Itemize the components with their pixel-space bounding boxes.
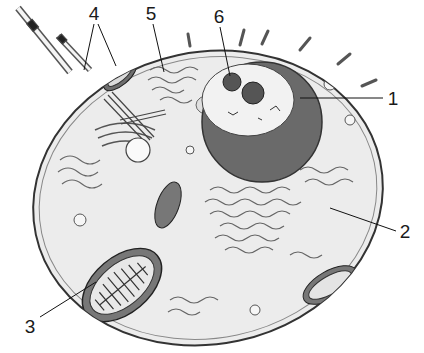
callout-holder: 2 [400, 222, 411, 242]
callout-number: 2 [400, 222, 411, 241]
mitochondrion [63, 62, 108, 103]
callout-holder: 1 [388, 89, 399, 109]
callout-number: 4 [89, 4, 100, 23]
callout-holder: 4 [89, 4, 100, 24]
callout-number: 1 [388, 89, 399, 108]
callout-number: 6 [214, 7, 225, 26]
callout-holder: 6 [214, 7, 225, 27]
leader-lines [40, 24, 396, 317]
callout-number: 3 [25, 317, 36, 336]
callout-holder: 5 [146, 4, 157, 24]
callout-holder: 3 [25, 317, 36, 337]
callout-number: 5 [146, 4, 157, 23]
